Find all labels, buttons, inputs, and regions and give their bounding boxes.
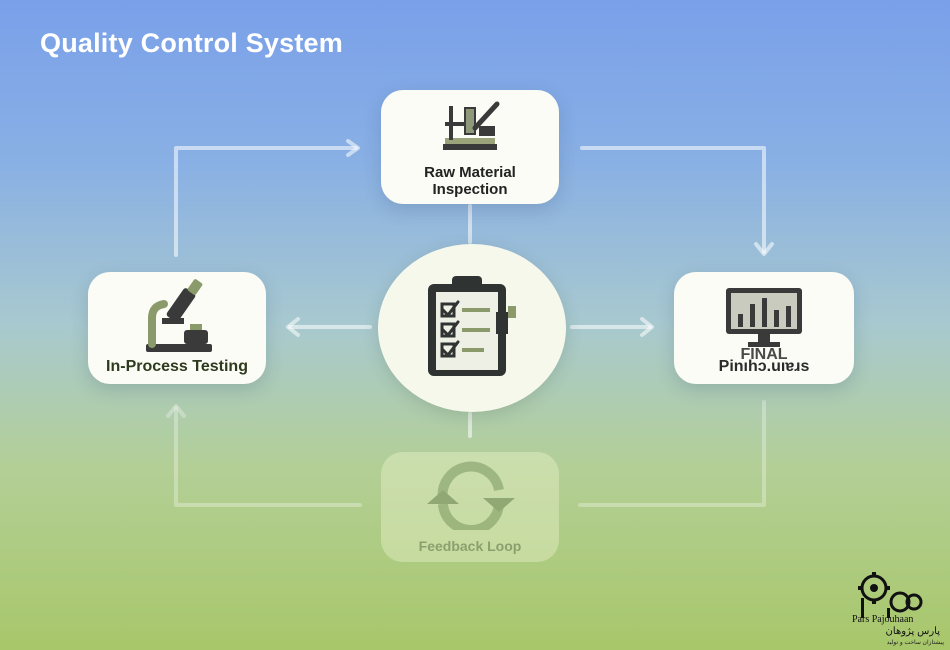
cycle-arrows-icon — [427, 461, 515, 530]
node-label-line2: Inspection — [432, 181, 508, 198]
microscope-icon — [146, 279, 212, 352]
node-label: In-Process Testing — [106, 358, 248, 375]
lab-stand-icon — [443, 101, 500, 150]
logo-text-en: Pars Pajouhaan — [852, 614, 914, 625]
pars-pajouhaan-logo: Pars Pajouhaan پارس پژوهان پیشتازان ساخت… — [850, 568, 950, 650]
gear-logo-icon — [858, 572, 923, 618]
node-raw-material-inspection: Raw Material Inspection — [381, 90, 559, 204]
node-label-text: Pinıhɔ.uıɐɹs — [718, 358, 810, 375]
node-final-inspection: FINAL Pinıhɔ.uıɐɹs — [674, 272, 854, 384]
node-label-line1: Raw Material — [424, 164, 516, 181]
arrow-raw-to-final — [580, 146, 766, 254]
clipboard-checklist-icon — [428, 276, 516, 376]
node-feedback-loop: Feedback Loop — [381, 452, 559, 562]
logo-text-fa: پارس پژوهان — [885, 626, 940, 637]
arrow-inprocess-to-raw — [174, 146, 358, 257]
logo-tagline: پیشتازان ساخت و تولید — [886, 640, 944, 646]
line-final-to-feedback — [578, 400, 766, 507]
diagram-title: Quality Control System — [40, 28, 343, 58]
node-label: Raw Material Inspection — [381, 164, 559, 198]
arrow-feedback-to-inprocess — [174, 406, 362, 507]
monitor-chart-icon — [726, 288, 802, 347]
node-label: FINAL Pinıhɔ.uıɐɹs — [674, 346, 854, 382]
node-label: Feedback Loop — [418, 538, 522, 554]
hub-quality-checklist — [378, 244, 566, 412]
node-label-overlay: FINAL — [740, 346, 788, 363]
node-in-process-testing: In-Process Testing — [88, 272, 266, 384]
